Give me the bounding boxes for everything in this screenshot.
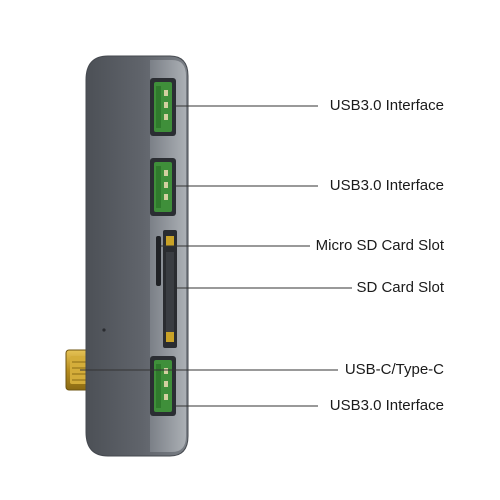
callout-usb-1: USB3.0 Interface [329,97,444,114]
leader-lines [80,105,352,407]
callout-usb-2: USB3.0 Interface [329,177,444,194]
usb-port-1 [150,78,176,136]
micro-sd-slot-shape [156,236,161,286]
callout-usb-c: USB-C/Type-C [344,361,444,378]
usb-port-2 [150,158,176,216]
callout-micro-sd: Micro SD Card Slot [315,237,444,254]
usb-port-3 [150,356,176,416]
sd-slot-shape [163,230,177,348]
callout-usb-3: USB3.0 Interface [329,397,444,414]
callout-sd: SD Card Slot [356,279,444,296]
